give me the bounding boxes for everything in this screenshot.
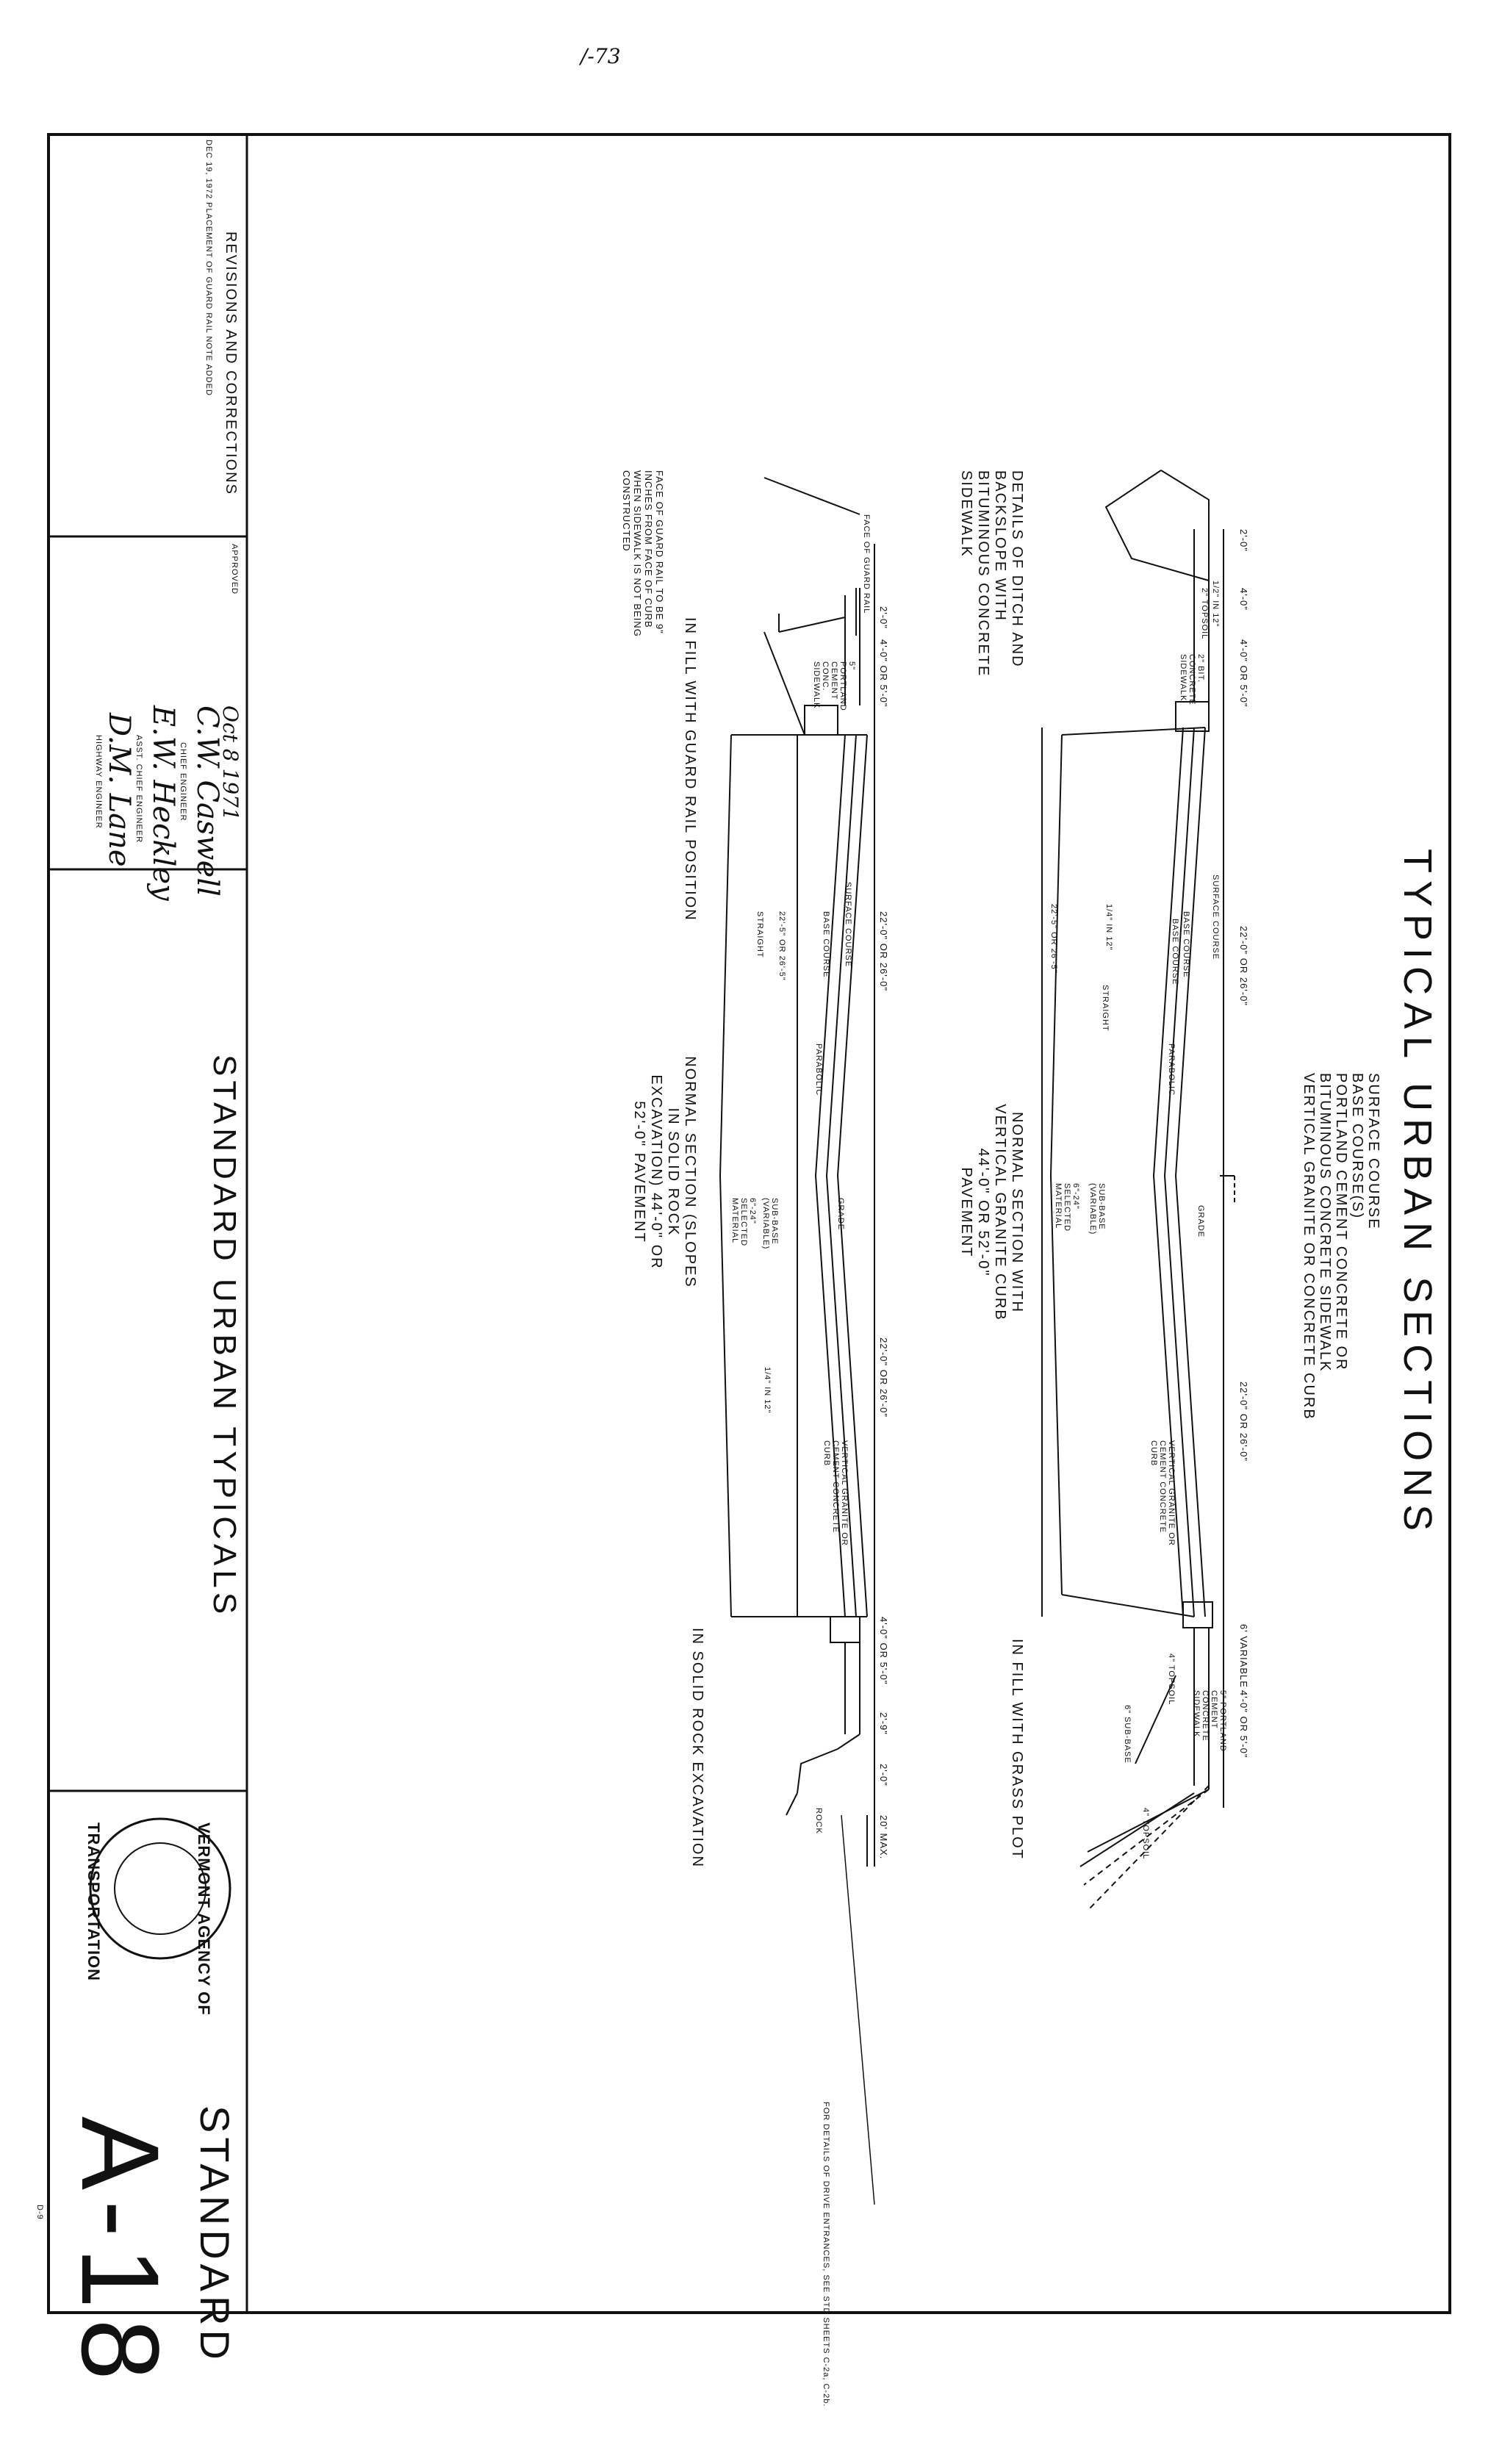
bottom-dim: 4'-0" OR 5'-0" [878, 1617, 889, 1685]
top-label: SURFACE COURSE [1211, 874, 1220, 960]
standard-number: A-18 [59, 2116, 182, 2391]
top-label: 22'-5" OR 26'-5" [1049, 904, 1058, 974]
top-caption-left: DETAILS OF DITCH AND BACKSLOPE WITH BITU… [958, 470, 1025, 678]
top-dim: 4'-0" OR 5'-0" [1238, 639, 1249, 708]
material-item: SURFACE COURSE [1365, 1073, 1381, 1230]
top-label: STRAIGHT [1101, 985, 1110, 1032]
bottom-dim: 4'-0" OR 5'-0" [878, 639, 889, 708]
bottom-caption-center: NORMAL SECTION (SLOPES IN SOLID ROCK EXC… [631, 1056, 698, 1288]
materials-list: SURFACE COURSE BASE COURSE(S) PORTLAND C… [1301, 1073, 1381, 1420]
top-label: 1/4" IN 12" [1104, 904, 1113, 951]
top-label: 1/2" IN 12" [1211, 581, 1220, 628]
bottom-label: 5" PORTLAND CEMENT CONC. SIDEWALK [812, 661, 856, 711]
revisions-heading: REVISIONS AND CORRECTIONS [223, 231, 239, 495]
page-mark: /-73 [581, 44, 621, 68]
approved-label: APPROVED [230, 544, 239, 595]
bottom-dim: 22'-0" OR 26'-0" [878, 911, 889, 991]
top-label: BASE COURSE [1171, 919, 1179, 985]
signature-2: E.W. Heckley [146, 705, 180, 901]
seal-top-text: VERMONT AGENCY OF [195, 1822, 213, 2016]
top-dim: 4'-0" [1238, 588, 1249, 611]
bottom-label: 1/4" IN 12" [763, 1367, 772, 1414]
top-dim: 4'-0" OR 5'-0" [1238, 1690, 1249, 1759]
top-label: 4" TOPSOIL [1167, 1653, 1176, 1706]
top-label: 2" TOPSOIL [1200, 588, 1209, 640]
material-item: BASE COURSE(S) [1349, 1073, 1365, 1220]
top-label: 5" PORTLAND CEMENT CONCRETE SIDEWALK [1192, 1690, 1227, 1752]
top-label: 6"-24" SELECTED MATERIAL [1054, 1183, 1080, 1232]
top-caption-right: IN FILL WITH GRASS PLOT [1009, 1639, 1025, 1860]
top-label: 2" BIT. CONCRETE SIDEWALK [1179, 654, 1205, 705]
material-item: PORTLAND CEMENT CONCRETE OR [1333, 1073, 1349, 1371]
top-caption-center: NORMAL SECTION WITH VERTICAL GRANITE CUR… [958, 1104, 1025, 1321]
bottom-label: PARABOLIC [814, 1044, 823, 1096]
top-label: VERTICAL GRANITE OR CEMENT CONCRETE CURB [1149, 1440, 1176, 1546]
drawing-title: TYPICAL URBAN SECTIONS [1395, 849, 1440, 1539]
bottom-caption-left: IN FILL WITH GUARD RAIL POSITION [682, 617, 698, 922]
top-dim: 6' VARIABLE [1238, 1624, 1249, 1688]
bottom-label: BASE COURSE [822, 911, 830, 978]
bottom-label: FACE OF GUARD RAIL [862, 514, 871, 614]
top-dim: 22'-0" OR 26'-0" [1238, 926, 1249, 1006]
top-label: PARABOLIC [1167, 1044, 1176, 1096]
bottom-label: SUB-BASE (VARIABLE) [761, 1198, 779, 1250]
bottom-label: 6"-24" SELECTED MATERIAL [730, 1198, 757, 1247]
material-item: BITUMINOUS CONCRETE SIDEWALK [1317, 1073, 1333, 1373]
standard-label: STANDARD [192, 2105, 238, 2364]
bottom-label: VERTICAL GRANITE OR CEMENT CONCRETE CURB [822, 1440, 849, 1546]
signature-title-3: HIGHWAY ENGINEER [94, 735, 103, 829]
bottom-dim: 2'-0" [878, 1764, 889, 1786]
top-label: 6" SUB-BASE [1123, 1705, 1132, 1764]
bottom-dim: 2'-0" [878, 606, 889, 629]
signature-1: C.W. Caswell [190, 705, 224, 897]
top-dim: 22'-0" OR 26'-0" [1238, 1382, 1249, 1462]
bottom-label: GRADE [836, 1198, 845, 1231]
bottom-label: 22'-5" OR 26'-5" [777, 911, 786, 981]
small-code: D-9 [35, 2205, 44, 2220]
sheet-title: STANDARD URBAN TYPICALS [206, 1055, 242, 1619]
top-label: 4" TOPSOIL [1141, 1808, 1150, 1860]
bottom-dim: 20' MAX. [878, 1815, 889, 1860]
drive-entrance-note: FOR DETAILS OF DRIVE ENTRANCES, SEE STD … [822, 2102, 830, 2407]
seal-bottom-text: TRANSPORTATION [85, 1822, 103, 1982]
bottom-dim: 2'-9" [878, 1712, 889, 1735]
top-label: SUB-BASE (VARIABLE) [1088, 1183, 1106, 1235]
top-dim: 2'-0" [1238, 529, 1249, 552]
revision-entry: DEC 19, 1972 PLACEMENT OF GUARD RAIL NOT… [204, 140, 213, 396]
material-item: VERTICAL GRANITE OR CONCRETE CURB [1301, 1073, 1317, 1420]
bottom-label: STRAIGHT [755, 911, 764, 958]
signature-3: D.M. Lane [102, 713, 136, 867]
bottom-label: SURFACE COURSE [844, 882, 852, 968]
top-label: BASE COURSE [1182, 911, 1190, 978]
bottom-note-left: FACE OF GUARD RAIL TO BE 9" INCHES FROM … [621, 470, 665, 637]
bottom-caption-right: IN SOLID ROCK EXCAVATION [689, 1628, 705, 1868]
bottom-dim: 22'-0" OR 26'-0" [878, 1337, 889, 1418]
top-label: GRADE [1196, 1205, 1205, 1238]
bottom-label: ROCK [814, 1808, 823, 1834]
